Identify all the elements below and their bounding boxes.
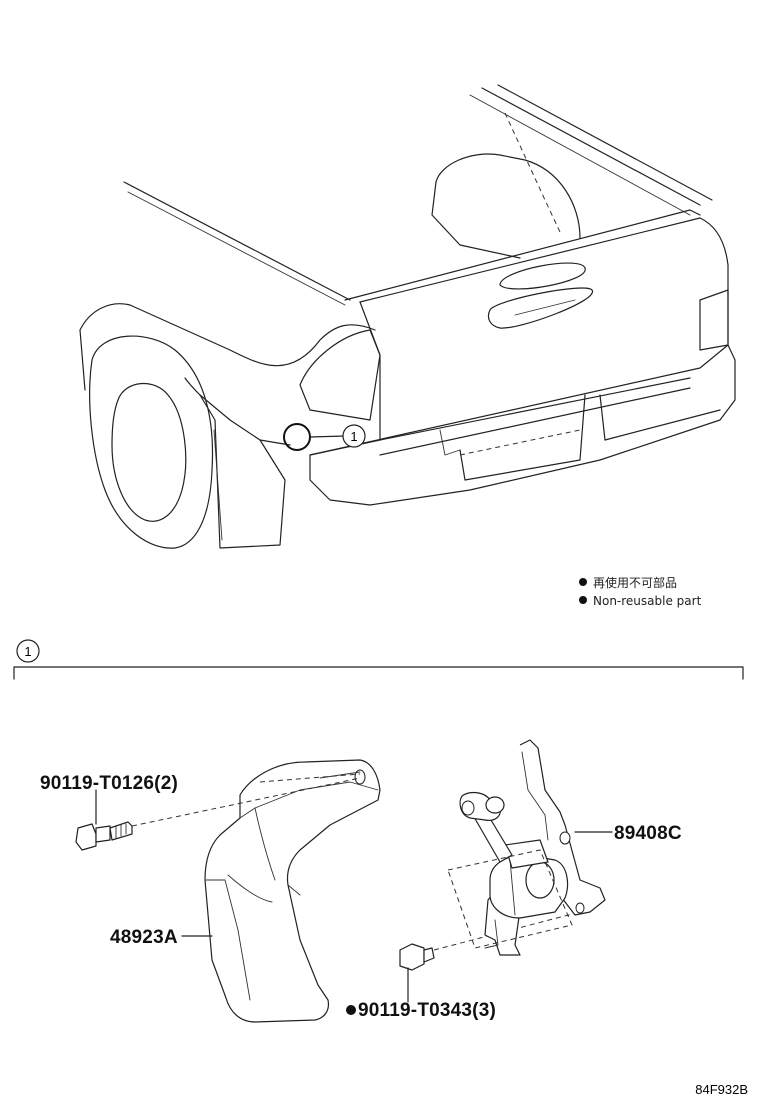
part-number-90119-t0343[interactable]: 90119-T0343(3) — [358, 1000, 496, 1021]
detail-section-header: 1 — [13, 639, 744, 680]
non-reusable-marker-icon — [579, 596, 587, 604]
legend-text-en: Non-reusable part — [593, 594, 702, 608]
part-number-48923a[interactable]: 48923A — [110, 927, 178, 948]
callout-number-detail: 1 — [24, 644, 31, 659]
diagram-code: 84F932B — [695, 1082, 748, 1097]
sensor-89408c-drawing — [447, 739, 606, 956]
callout-bubble-vehicle: 1 — [342, 424, 366, 448]
vehicle-rear-illustration — [79, 84, 736, 549]
part-number-90119-t0126[interactable]: 90119-T0126(2) — [40, 773, 178, 794]
leader-lines — [95, 789, 613, 1003]
part-number-89408c[interactable]: 89408C — [614, 823, 682, 844]
protector-48923a-drawing — [204, 759, 381, 1023]
bolt-90119-t0126-drawing — [75, 773, 361, 851]
legend-text-ja: 再使用不可部品 — [593, 575, 677, 590]
non-reusable-marker-icon — [346, 1005, 356, 1015]
section-bracket — [13, 666, 744, 680]
legend: 再使用不可部品 Non-reusable part — [579, 575, 702, 608]
non-reusable-marker-icon — [579, 578, 587, 586]
part-labels: 90119-T0126(2) 48923A 90119-T0343(3) 894… — [40, 773, 682, 1021]
callout-number-vehicle: 1 — [350, 429, 357, 444]
